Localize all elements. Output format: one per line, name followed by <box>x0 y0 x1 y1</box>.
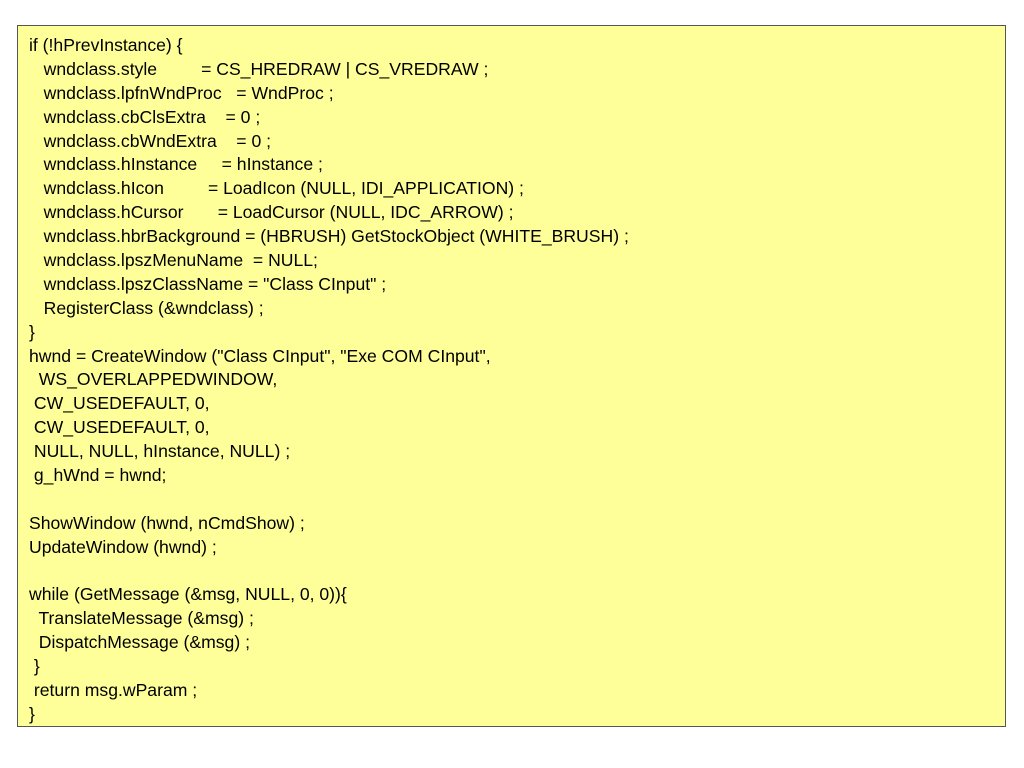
code-line <box>29 488 1005 512</box>
code-line <box>29 560 1005 584</box>
code-line: UpdateWindow (hwnd) ; <box>29 536 217 557</box>
code-line: WS_OVERLAPPEDWINDOW, <box>29 369 278 390</box>
code-line: CW_USEDEFAULT, 0, <box>29 393 210 414</box>
code-line: wndclass.hbrBackground = (HBRUSH) GetSto… <box>29 226 629 247</box>
code-line: g_hWnd = hwnd; <box>29 465 167 486</box>
code-line: wndclass.hIcon = LoadIcon (NULL, IDI_APP… <box>29 178 524 199</box>
code-line: ShowWindow (hwnd, nCmdShow) ; <box>29 512 305 533</box>
code-line: DispatchMessage (&msg) ; <box>29 632 250 653</box>
code-line: } <box>29 703 35 724</box>
code-line: hwnd = CreateWindow ("Class CInput", "Ex… <box>29 345 491 366</box>
code-line: while (GetMessage (&msg, NULL, 0, 0)){ <box>29 584 347 605</box>
code-line: NULL, NULL, hInstance, NULL) ; <box>29 441 291 462</box>
code-line: } <box>29 321 35 342</box>
code-line: TranslateMessage (&msg) ; <box>29 608 254 629</box>
code-line: wndclass.lpfnWndProc = WndProc ; <box>29 82 334 103</box>
code-line: CW_USEDEFAULT, 0, <box>29 417 210 438</box>
code-line: RegisterClass (&wndclass) ; <box>29 297 264 318</box>
code-line: wndclass.style = CS_HREDRAW | CS_VREDRAW… <box>29 58 489 79</box>
code-line: } <box>29 656 40 677</box>
code-line: wndclass.hInstance = hInstance ; <box>29 154 323 175</box>
code-line: wndclass.lpszClassName = "Class CInput" … <box>29 273 387 294</box>
code-line: wndclass.cbClsExtra = 0 ; <box>29 106 261 127</box>
code-line: wndclass.hCursor = LoadCursor (NULL, IDC… <box>29 202 514 223</box>
code-line: wndclass.cbWndExtra = 0 ; <box>29 130 272 151</box>
code-line: if (!hPrevInstance) { <box>29 35 183 55</box>
code-block: if (!hPrevInstance) { wndclass.style = C… <box>17 25 1006 727</box>
code-line: return msg.wParam ; <box>29 680 198 701</box>
code-line: wndclass.lpszMenuName = NULL; <box>29 250 318 271</box>
